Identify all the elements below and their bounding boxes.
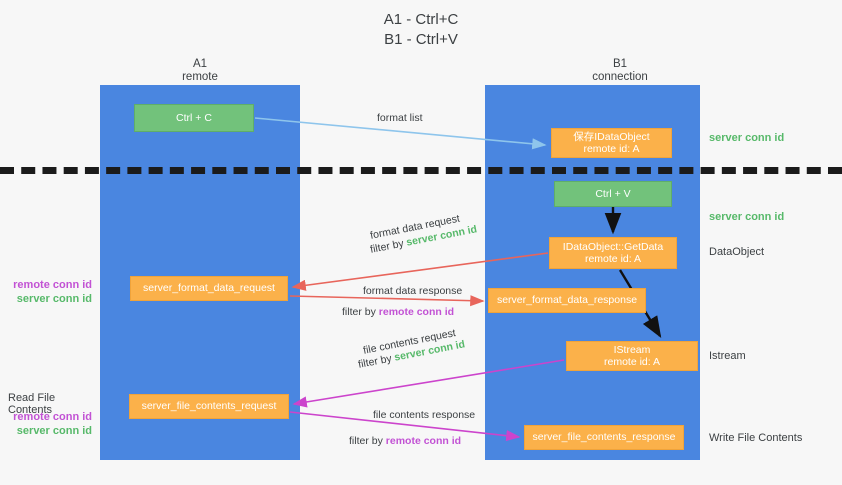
column-header-b1: B1 connection [592,58,648,83]
filter-value-remote-conn-id-2: remote conn id [385,435,462,447]
box-server-format-data-response[interactable]: server_format_data_response [488,288,646,313]
annotation-server-conn-id-2: server conn id [16,425,92,437]
annotation-conn-ids-upper: remote conn id server conn id [0,278,92,306]
annotation-read-file-contents: Read File Contents [8,392,56,416]
filter-prefix-3: filter by [357,351,396,371]
label-format-list: format list [377,112,423,124]
filter-prefix-2: filter by [342,306,379,318]
box-ctrl-c[interactable]: Ctrl + C [134,104,254,132]
annotation-istream: Istream [709,350,746,362]
filter-value-remote-conn-id: remote conn id [378,306,455,318]
box-save-idataobject[interactable]: 保存IDataObject remote id: A [551,128,672,158]
box-idataobject-getdata[interactable]: IDataObject::GetData remote id: A [549,237,677,269]
annotation-remote-conn-id: remote conn id [13,279,92,291]
annotation-server-conn-id-top: server conn id [709,132,785,144]
label-format-data-response: format data response [363,285,463,297]
annotation-remote-conn-id-2: remote conn id [13,411,92,423]
annotation-server-conn-id: server conn id [16,293,92,305]
annotation-data-object: DataObject [709,246,765,258]
box-server-file-contents-response[interactable]: server_file_contents_response [524,425,684,450]
annotation-server-conn-id-mid: server conn id [709,211,785,223]
box-ctrl-v[interactable]: Ctrl + V [554,181,672,207]
box-server-file-contents-request[interactable]: server_file_contents_request [129,394,289,419]
phase-separator [0,167,842,174]
column-header-a1: A1 remote [182,58,218,83]
label-format-data-response-filter: filter by remote conn id [342,305,454,319]
label-file-contents-response-filter: filter by remote conn id [349,434,461,448]
annotation-write-file-contents: Write File Contents [709,432,803,444]
label-file-contents-response: file contents response [373,409,476,421]
box-istream[interactable]: IStream remote id: A [566,341,698,371]
page-title: A1 - Ctrl+C B1 - Ctrl+V [383,11,459,48]
filter-prefix-4: filter by [349,435,386,447]
annotation-conn-ids-lower: remote conn id server conn id [0,410,92,438]
box-server-format-data-request[interactable]: server_format_data_request [130,276,288,301]
